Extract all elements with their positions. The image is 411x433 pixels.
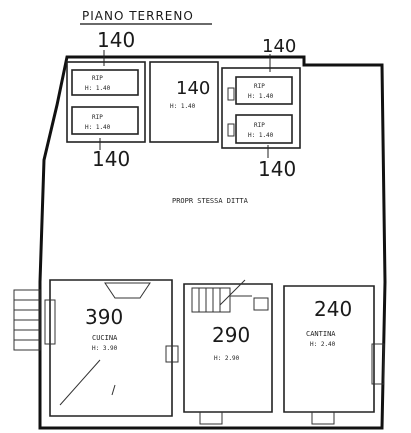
outer-wall: [38, 55, 387, 430]
cucina-window-left: [44, 299, 56, 345]
door-rip-4: [227, 123, 235, 137]
rip-1-label: RIP: [92, 75, 103, 82]
rip-2-height: H: 1.40: [85, 124, 111, 131]
middle-room-fixture: [253, 297, 269, 311]
height-label-top-right: 140: [262, 36, 296, 57]
cantina-door: [311, 412, 335, 425]
rip-1-height: H: 1.40: [85, 85, 111, 92]
rip-room-2: [71, 106, 139, 135]
height-label-top-left: 140: [97, 28, 135, 52]
rip-4-label: RIP: [254, 122, 265, 129]
height-label-mid-left: 140: [92, 147, 130, 171]
center-room: [149, 61, 219, 143]
middle-room-door: [199, 412, 223, 425]
cucina-height: 390: [85, 305, 123, 329]
middle-room: [183, 283, 273, 413]
center-room-height: 140: [176, 78, 210, 99]
rip-room-4: [235, 114, 293, 144]
cantina-height: 240: [314, 297, 352, 321]
cucina-hood: [104, 282, 151, 299]
rip-room-3: [235, 76, 293, 105]
cantina-room: [283, 285, 375, 413]
rip-3-label: RIP: [254, 83, 265, 90]
rip-3-height: H: 1.40: [248, 93, 274, 100]
courtyard-label: PROPR STESSA DITTA: [172, 197, 249, 205]
stair-arrow: [219, 279, 252, 306]
cantina-side-door: [371, 343, 385, 385]
center-room-height-label: H: 1.40: [170, 103, 196, 110]
cucina-label: CUCINA: [92, 334, 118, 342]
rip-2-label: RIP: [92, 114, 103, 121]
cucina-height-label: H: 3.90: [92, 345, 118, 352]
interior-stair: [191, 287, 231, 313]
middle-room-height-label: H: 2.90: [214, 355, 240, 362]
door-cucina-middle: [165, 345, 179, 363]
height-label-mid-right: 140: [258, 157, 296, 181]
rip-room-1: [71, 69, 139, 96]
plan-title: PIANO TERRENO: [82, 9, 194, 23]
left-rip-block: [66, 61, 146, 143]
cucina-room: [49, 279, 173, 417]
door-rip-3: [227, 87, 235, 101]
cucina-diagonal-marks: [59, 359, 116, 406]
rip-4-height: H: 1.40: [248, 132, 274, 139]
middle-room-height: 290: [212, 323, 250, 347]
right-rip-block: [221, 67, 301, 149]
external-stair-left: [13, 289, 41, 351]
cantina-label: CANTINA: [306, 330, 336, 338]
cantina-height-label: H: 2.40: [310, 341, 336, 348]
